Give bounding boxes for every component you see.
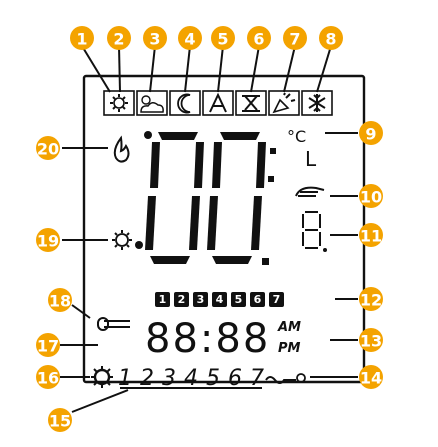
gear-icon <box>112 230 132 250</box>
callout-badge <box>211 26 235 50</box>
day-indicator-row: 1 2 3 4 5 6 7 <box>155 292 284 307</box>
callout-number: 15 <box>49 412 71 431</box>
callout-badge <box>143 26 167 50</box>
callout-number: 14 <box>360 369 382 388</box>
link-icon <box>97 317 130 331</box>
callout-number: 20 <box>37 140 59 159</box>
callout-badge <box>359 365 383 389</box>
callout-badge <box>107 26 131 50</box>
callout-number: 13 <box>360 332 382 351</box>
clock-display: 88:88 <box>145 316 270 362</box>
day-number: 3 <box>162 366 176 391</box>
big-digits-bottom <box>135 196 269 265</box>
snowflake-icon <box>301 90 333 116</box>
day-box-label: 7 <box>273 293 281 306</box>
callout-number: 8 <box>325 30 336 49</box>
callout-badge <box>36 136 60 160</box>
day-box-label: 1 <box>159 293 167 306</box>
callout-number: 12 <box>360 291 382 310</box>
am-indicator: AM <box>277 320 301 335</box>
hourglass-icon <box>235 90 267 116</box>
flame-icon <box>113 135 130 163</box>
big-digits-top <box>144 131 276 188</box>
callout-badges: 1 2 3 4 5 6 7 8 9 10 11 12 13 14 15 16 1… <box>36 26 383 432</box>
callout-badge <box>359 287 383 311</box>
day-box <box>174 292 189 307</box>
callout-number: 4 <box>184 30 195 49</box>
callout-number: 10 <box>360 188 382 207</box>
callout-number: 9 <box>365 125 376 144</box>
small-digit-eight <box>302 211 327 252</box>
callout-number: 17 <box>37 337 59 356</box>
day-box <box>193 292 208 307</box>
callout-number: 18 <box>49 292 71 311</box>
day-number: 6 <box>228 366 242 391</box>
day-number-row: 1 2 3 4 5 6 7 <box>118 366 264 391</box>
day-box <box>250 292 265 307</box>
day-box-label: 5 <box>235 293 243 306</box>
callout-number: 6 <box>253 30 264 49</box>
celsius-unit: °C <box>287 127 306 146</box>
l-indicator: L <box>305 147 317 171</box>
callout-number: 2 <box>113 30 124 49</box>
day-box-label: 2 <box>178 293 186 306</box>
mode-icon-row <box>103 90 333 116</box>
callout-badge <box>48 408 72 432</box>
callout-badge <box>178 26 202 50</box>
day-number: 5 <box>206 366 220 391</box>
callout-badge <box>359 184 383 208</box>
party-icon <box>268 90 300 116</box>
callout-badge <box>247 26 271 50</box>
day-number: 2 <box>140 366 154 391</box>
callout-number: 5 <box>217 30 228 49</box>
day-number: 4 <box>184 366 198 391</box>
timer-icon <box>265 373 306 384</box>
callout-number: 7 <box>289 30 300 49</box>
callout-number: 16 <box>37 369 59 388</box>
day-box <box>212 292 227 307</box>
callout-number: 1 <box>76 30 87 49</box>
leader-lines <box>60 45 358 413</box>
callout-badge <box>359 328 383 352</box>
day-number: 1 <box>118 366 132 391</box>
callout-badge <box>359 223 383 247</box>
callout-badge <box>36 333 60 357</box>
sun-icon <box>103 90 135 116</box>
day-box-label: 4 <box>216 293 224 306</box>
pm-indicator: PM <box>278 341 301 356</box>
auto-icon <box>202 90 234 116</box>
day-box-label: 6 <box>254 293 262 306</box>
callout-badge <box>36 365 60 389</box>
callout-badge <box>283 26 307 50</box>
callout-badge <box>48 288 72 312</box>
callout-number: 3 <box>149 30 160 49</box>
day-box <box>269 292 284 307</box>
manual-hand-icon <box>295 186 325 197</box>
callout-badge <box>359 121 383 145</box>
day-box <box>231 292 246 307</box>
callout-number: 19 <box>37 232 59 251</box>
day-box-label: 3 <box>197 293 205 306</box>
callout-badge <box>319 26 343 50</box>
day-box <box>155 292 170 307</box>
settings-gear-icon <box>91 366 113 388</box>
moon-icon <box>169 90 201 116</box>
sun-cloud-icon <box>136 90 168 116</box>
callout-badge <box>70 26 94 50</box>
day-number: 7 <box>250 366 264 391</box>
callout-number: 11 <box>360 227 382 246</box>
callout-badge <box>36 228 60 252</box>
